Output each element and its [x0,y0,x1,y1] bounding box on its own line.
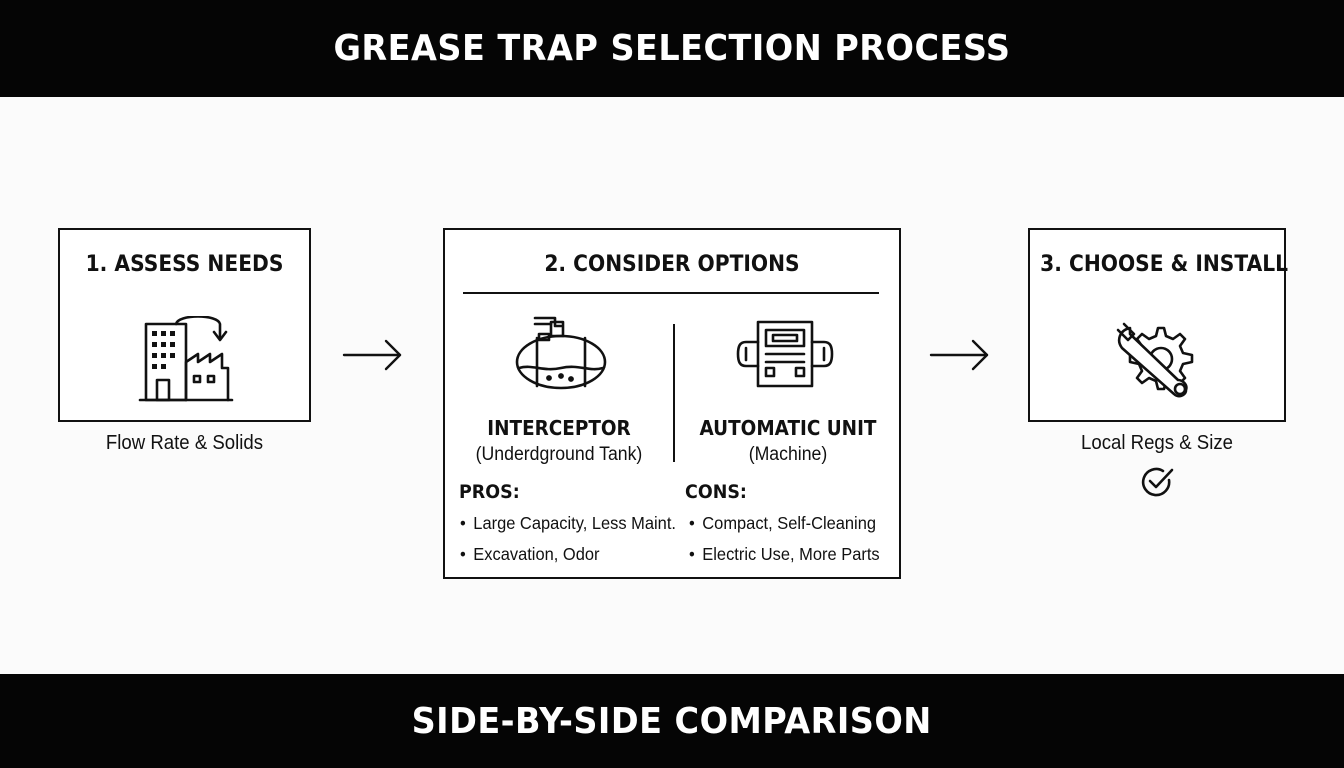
footer-title: SIDE-BY-SIDE COMPARISON [411,700,933,742]
check-circle-icon [1141,467,1174,497]
step-consider-options: 2. CONSIDER OPTIONS INTERCEPTOR (Underdg… [443,228,901,579]
step-caption: Local Regs & Size [1081,432,1233,454]
list-item: Large Capacity, Less Maint. [460,508,676,539]
step-title: 2. CONSIDER OPTIONS [544,252,800,277]
machine-icon [736,320,834,388]
step-assess-needs: 1. ASSESS NEEDS [58,228,311,422]
cons-list: Compact, Self-Cleaning Electric Use, Mor… [689,508,892,570]
arrow-right-icon [342,339,402,371]
list-item: Compact, Self-Cleaning [689,508,880,539]
option-subtitle: (Machine) [748,444,828,465]
page-title: GREASE TRAP SELECTION PROCESS [333,28,1011,69]
pros-list: Large Capacity, Less Maint. Excavation, … [460,508,690,570]
wrench-gear-icon [1116,322,1194,398]
option-subtitle: (Underdground Tank) [475,444,643,465]
step-title: 3. CHOOSE & INSTALL [1040,252,1289,277]
step-title: 1. ASSESS NEEDS [85,252,284,277]
header-banner: GREASE TRAP SELECTION PROCESS [0,0,1344,97]
step-choose-install: 3. CHOOSE & INSTALL [1028,228,1289,422]
building-factory-icon [138,316,234,402]
list-item: Excavation, Odor [460,539,676,570]
step-caption: Flow Rate & Solids [105,432,264,454]
option-name: AUTOMATIC UNIT [699,416,877,440]
footer-banner: SIDE-BY-SIDE COMPARISON [0,674,1344,768]
list-item: Electric Use, More Parts [689,539,879,570]
title-divider [463,292,879,294]
option-name: INTERCEPTOR [487,416,631,440]
pros-heading: PROS: [459,481,520,503]
tank-icon [515,316,607,390]
arrow-right-icon [929,339,989,371]
cons-heading: CONS: [685,481,747,503]
options-divider [673,324,675,462]
